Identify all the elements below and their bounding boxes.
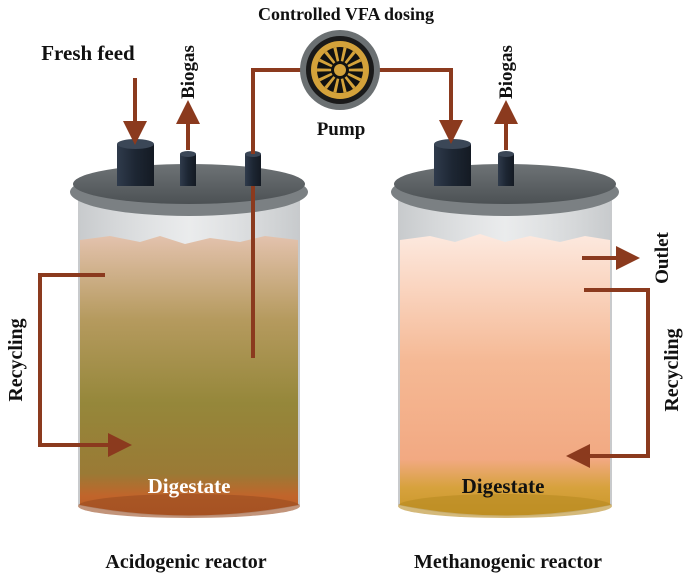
pump-gear-tooth [340,78,347,93]
recycling-right-label: Recycling [661,328,683,411]
pump-gear-tooth [344,51,356,64]
pump-gear-tooth [333,47,340,62]
digestate-right-label: Digestate [462,474,545,498]
pump-label: Pump [317,119,366,140]
biogas-port-left [180,151,196,186]
pump-gear-tooth [347,58,362,68]
vfa-outlet-port [245,151,261,186]
acidogenic-reactor-label: Acidogenic reactor [105,551,266,573]
pump-gear-tooth [347,72,362,82]
methanogenic-reactor-label: Methanogenic reactor [414,551,602,573]
digestate-left-label: Digestate [148,474,231,498]
pump-gear-tooth [324,51,336,64]
acidogenic-base [78,494,300,518]
acidogenic-reactor [70,139,308,518]
pump-gear-tooth [348,68,363,72]
pump-gear-tooth [317,68,332,72]
vfa-inlet-port [434,139,471,186]
acidogenic-liquid [80,236,298,516]
pump-gear-tooth [333,78,340,93]
recycling-loop-left [38,273,132,457]
pump-gear-tooth [344,76,356,89]
outlet-label: Outlet [652,231,673,283]
pump-gear-tooth [324,76,336,89]
methanogenic-liquid [400,234,610,516]
methanogenic-reactor [391,139,619,518]
pump-gear-tooth [318,72,333,82]
pump-gear-tooth [340,47,347,62]
vfa-pipe-to-pump [251,68,303,154]
recycling-loop-right [566,288,650,468]
methanogenic-base [398,494,612,518]
biogas-port-right [498,151,514,186]
pump-gear-icon [300,30,380,110]
fresh-feed-label: Fresh feed [41,41,135,65]
biogas-left-label: Biogas [178,45,199,99]
recycling-left-label: Recycling [5,318,27,401]
fresh-feed-port [117,139,154,186]
vfa-pipe-to-methanogenic [376,68,463,144]
biogas-right-label: Biogas [496,45,517,99]
controlled-dosing-label: Controlled VFA dosing [258,4,434,24]
pump-gear-tooth [318,58,333,68]
